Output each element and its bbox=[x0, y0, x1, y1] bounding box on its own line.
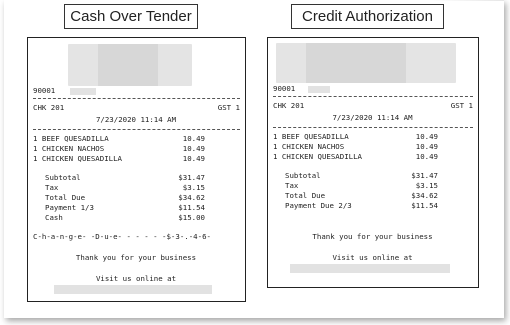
total-due-label: Total Due bbox=[285, 191, 326, 200]
subtotal-value: $31.47 bbox=[178, 173, 205, 182]
item-price: 10.49 bbox=[415, 132, 438, 141]
redacted-logo bbox=[276, 43, 456, 83]
label-text: Credit Authorization bbox=[302, 8, 433, 25]
label-text: Cash Over Tender bbox=[70, 8, 192, 25]
tax-value: $3.15 bbox=[182, 183, 205, 192]
canvas-edge bbox=[4, 0, 504, 1]
cash-over-tender-label: Cash Over Tender bbox=[64, 4, 198, 29]
total-due-label: Total Due bbox=[45, 193, 86, 202]
total-due-value: $34.62 bbox=[411, 191, 438, 200]
divider bbox=[33, 129, 240, 130]
subtotal-label: Subtotal bbox=[285, 171, 321, 180]
receipt-datetime: 7/23/2020 11:14 AM bbox=[95, 115, 177, 124]
gst-number: GST 1 bbox=[450, 101, 473, 110]
item-price: 10.49 bbox=[415, 152, 438, 161]
payment-due-label: Payment Due 2/3 bbox=[285, 201, 352, 210]
divider bbox=[33, 98, 240, 99]
store-id: 90001 bbox=[33, 86, 56, 95]
divider bbox=[273, 127, 473, 128]
thank-you-text: Thank you for your business bbox=[75, 253, 197, 262]
receipt-datetime: 7/23/2020 11:14 AM bbox=[332, 113, 413, 122]
item-name: 1 BEEF QUESADILLA bbox=[33, 134, 109, 143]
visit-online-text: Visit us online at bbox=[95, 274, 177, 283]
payment-value: $11.54 bbox=[178, 203, 205, 212]
visit-online-text: Visit us online at bbox=[332, 253, 413, 262]
tax-label: Tax bbox=[285, 181, 299, 190]
change-due-line: C-h-a-n-g-e- -D-u-e- - - - - -$-3-.-4-6- bbox=[33, 232, 211, 241]
cash-over-tender-receipt: 90001 CHK 201 GST 1 7/23/2020 11:14 AM 1… bbox=[27, 37, 246, 302]
redacted-logo bbox=[68, 44, 192, 86]
item-name: 1 CHICKEN QUESADILLA bbox=[273, 152, 362, 161]
item-name: 1 BEEF QUESADILLA bbox=[273, 132, 349, 141]
item-name: 1 CHICKEN NACHOS bbox=[33, 144, 105, 153]
item-price: 10.49 bbox=[415, 142, 438, 151]
cash-value: $15.00 bbox=[178, 213, 205, 222]
payment-label: Payment 1/3 bbox=[45, 203, 94, 212]
total-due-value: $34.62 bbox=[178, 193, 205, 202]
gst-number: GST 1 bbox=[217, 103, 240, 112]
tax-label: Tax bbox=[45, 183, 59, 192]
item-price: 10.49 bbox=[182, 134, 205, 143]
divider bbox=[273, 96, 473, 97]
tax-value: $3.15 bbox=[415, 181, 438, 190]
item-name: 1 CHICKEN NACHOS bbox=[273, 142, 345, 151]
subtotal-value: $31.47 bbox=[411, 171, 438, 180]
item-price: 10.49 bbox=[182, 154, 205, 163]
item-name: 1 CHICKEN QUESADILLA bbox=[33, 154, 122, 163]
redacted-url bbox=[290, 264, 450, 273]
item-price: 10.49 bbox=[182, 144, 205, 153]
thank-you-text: Thank you for your business bbox=[312, 232, 433, 241]
cash-label: Cash bbox=[45, 213, 63, 222]
subtotal-label: Subtotal bbox=[45, 173, 81, 182]
store-id: 90001 bbox=[273, 84, 296, 93]
credit-authorization-label: Credit Authorization bbox=[291, 4, 444, 29]
redacted-store-name bbox=[308, 86, 330, 93]
credit-authorization-receipt: 90001 CHK 201 GST 1 7/23/2020 11:14 AM 1… bbox=[267, 37, 479, 288]
redacted-store-name bbox=[70, 88, 96, 95]
check-number: CHK 201 bbox=[33, 103, 65, 112]
check-number: CHK 201 bbox=[273, 101, 305, 110]
redacted-url bbox=[54, 285, 212, 294]
payment-due-value: $11.54 bbox=[411, 201, 438, 210]
